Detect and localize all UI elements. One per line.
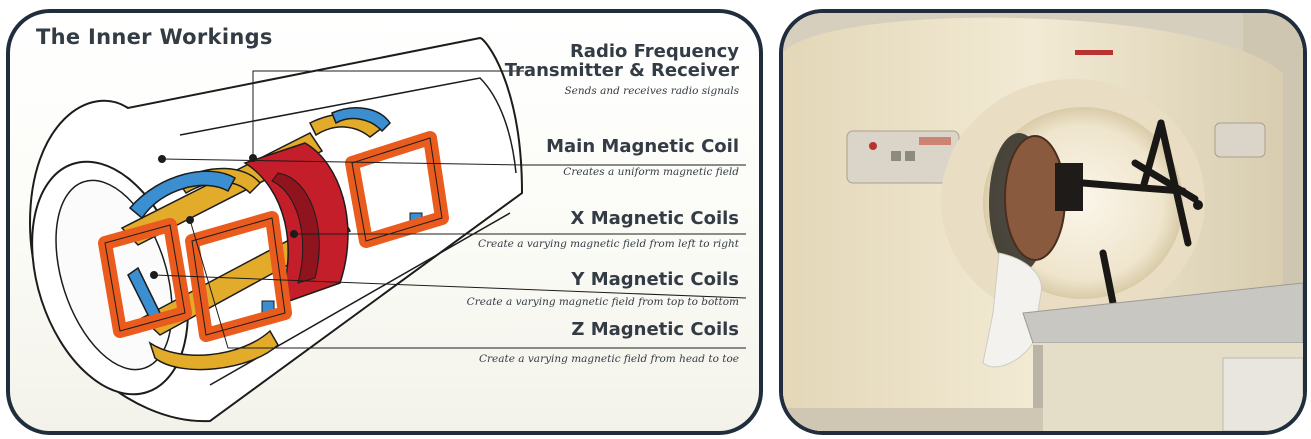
x-coils-label: X Magnetic Coils (571, 209, 739, 229)
rf-label-line1: Radio Frequency (570, 42, 739, 62)
rf-description: Sends and receives radio signals (564, 85, 739, 97)
z-coils-description: Create a varying magnetic field from hea… (479, 353, 739, 365)
main-coil-label: Main Magnetic Coil (546, 137, 739, 157)
rf-label-line2: Transmitter & Receiver (505, 61, 739, 81)
y-coils-label: Y Magnetic Coils (571, 270, 739, 290)
scanner-indicator-light (1075, 50, 1113, 55)
y-coils-description: Create a varying magnetic field from top… (467, 296, 739, 308)
z-coils-label: Z Magnetic Coils (571, 320, 739, 340)
right-control-panel (1215, 123, 1265, 157)
x-coils-description: Create a varying magnetic field from lef… (478, 238, 739, 250)
table-sheet (1223, 358, 1303, 431)
mri-scanner-photo (783, 13, 1303, 431)
main-coil-description: Creates a uniform magnetic field (563, 166, 739, 178)
diagram-title: The Inner Workings (36, 25, 273, 49)
mri-diagram-panel: The Inner Workings Radio Frequency Trans… (6, 9, 763, 435)
mri-scanner-photo-panel (779, 9, 1307, 435)
scanner-housing (10, 38, 522, 421)
head-coil-frame (1055, 163, 1083, 211)
floor (783, 408, 1043, 431)
